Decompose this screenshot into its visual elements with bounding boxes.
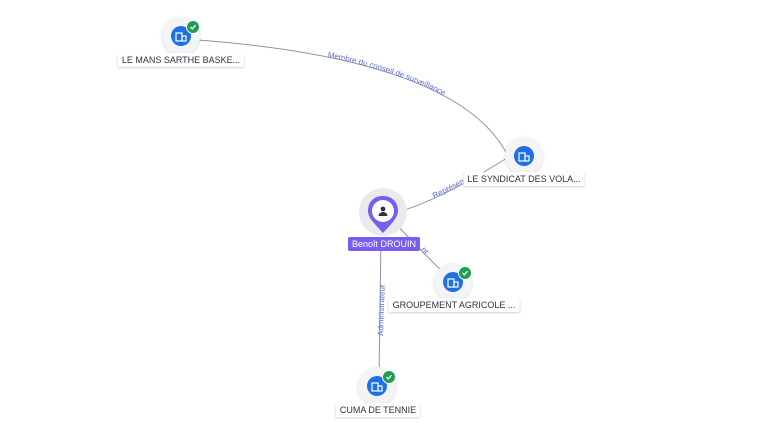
check-icon [186, 20, 200, 34]
edge-person-syndicat [397, 157, 508, 213]
building-icon [443, 272, 463, 292]
person-label[interactable]: Benoît DROUIN [347, 237, 421, 251]
person-icon [378, 206, 388, 216]
edge-person-cuma [378, 237, 382, 379]
building-icon [171, 26, 191, 46]
company-label-groupement[interactable]: GROUPEMENT AGRICOLE ... [388, 298, 520, 312]
edge-label-membre: Membre du conseil de surveillance [327, 50, 448, 98]
company-label-syndicat[interactable]: LE SYNDICAT DES VOLA... [463, 172, 585, 186]
check-icon [458, 266, 472, 280]
check-icon [382, 370, 396, 384]
edge-label-groupement: nt [419, 245, 431, 257]
company-label-lemans[interactable]: LE MANS SARTHE BASKE... [117, 53, 245, 67]
edge-label-represent: Représen [431, 177, 466, 201]
building-icon [514, 146, 534, 166]
edge-label-administrateur: Administrateur [376, 284, 387, 336]
building-icon [367, 376, 387, 396]
edge-lemans-syndicat [197, 39, 509, 157]
company-label-cuma[interactable]: CUMA DE TENNIE [335, 403, 421, 417]
